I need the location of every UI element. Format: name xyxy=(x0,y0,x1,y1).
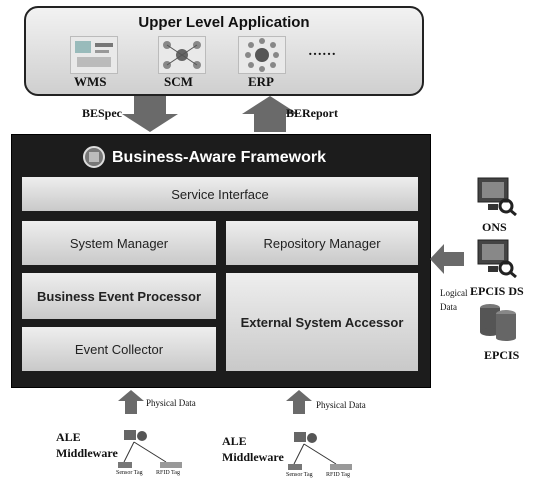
framework-logo-icon xyxy=(83,146,105,168)
bereport-label: BEReport xyxy=(286,106,338,120)
ons-computer-search-icon xyxy=(477,177,517,216)
epcis-database-icon xyxy=(480,304,516,341)
upper-level-application-box: Upper Level Application …… WMS SCM ERP xyxy=(24,6,424,96)
epcis-label: EPCIS xyxy=(484,348,520,362)
ale-middleware-left-line2: Middleware xyxy=(56,446,118,460)
bespec-down-arrow xyxy=(122,96,178,132)
ons-label: ONS xyxy=(482,220,507,234)
physical-data-label-right: Physical Data xyxy=(316,400,366,410)
wms-label: WMS xyxy=(74,74,107,89)
business-event-processor: Business Event Processor xyxy=(22,273,216,319)
ale-middleware-right-line2: Middleware xyxy=(222,450,284,464)
rfid-tag-label-left: RFID Tag xyxy=(156,470,180,476)
epcis-ds-computer-search-icon xyxy=(477,239,517,278)
scm-network-icon xyxy=(158,36,206,74)
sensor-tag-label-left: Sensor Tag xyxy=(116,470,143,476)
event-collector: Event Collector xyxy=(22,327,216,371)
external-system-accessor: External System Accessor xyxy=(226,273,418,371)
bereport-up-arrow xyxy=(242,96,298,132)
framework-title: Business-Aware Framework xyxy=(112,149,327,166)
physical-data-label-left: Physical Data xyxy=(146,398,196,408)
system-manager: System Manager xyxy=(22,221,216,265)
ale-middleware-right-tree-icon xyxy=(288,432,352,470)
service-interface: Service Interface xyxy=(22,177,418,211)
rfid-tag-label-right: RFID Tag xyxy=(326,472,350,478)
epcis-ds-label: EPCIS DS xyxy=(470,284,524,298)
sensor-tag-label-right: Sensor Tag xyxy=(286,472,313,478)
ale-middleware-left-line1: ALE xyxy=(56,430,81,444)
logical-data-label: Logical Data xyxy=(440,288,468,312)
more-apps-ellipsis: …… xyxy=(308,44,336,59)
logical-data-arrow xyxy=(430,244,464,274)
ale-middleware-right-line1: ALE xyxy=(222,434,247,448)
ale-middleware-left-tree-icon xyxy=(118,430,182,468)
scm-label: SCM xyxy=(164,74,193,89)
erp-label: ERP xyxy=(248,74,274,89)
erp-network-icon xyxy=(238,36,286,74)
wms-screenshot-icon xyxy=(70,36,118,74)
physical-data-arrow-left xyxy=(118,390,144,414)
business-aware-framework: Business-Aware Framework Service Interfa… xyxy=(11,134,431,388)
upper-level-title: Upper Level Application xyxy=(138,14,310,31)
repository-manager: Repository Manager xyxy=(226,221,418,265)
physical-data-arrow-right xyxy=(286,390,312,414)
bespec-label: BESpec xyxy=(82,106,123,120)
